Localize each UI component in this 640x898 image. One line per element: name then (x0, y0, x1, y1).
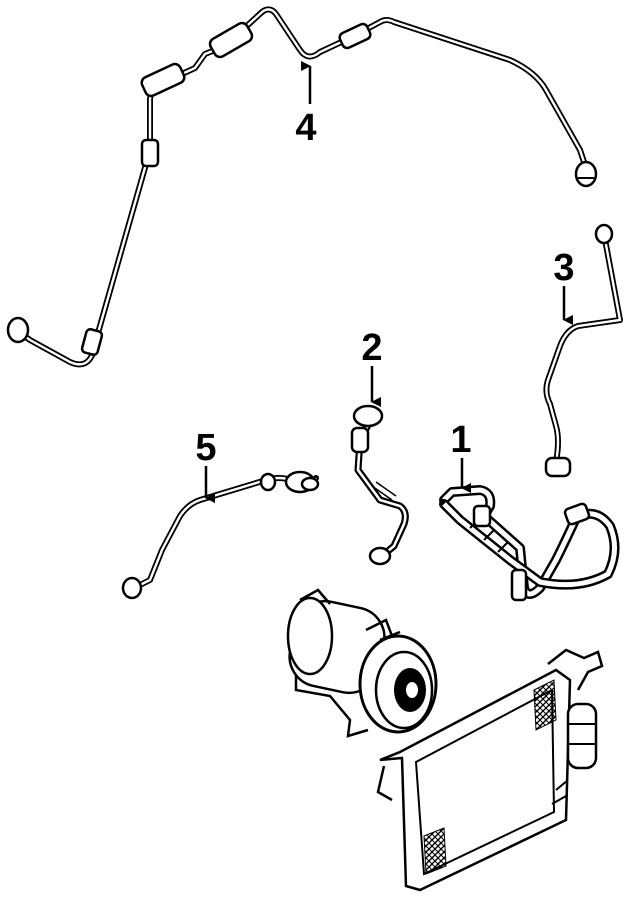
compressor (286, 588, 438, 738)
callout-1[interactable]: 1 (450, 419, 472, 493)
callout-3[interactable]: 3 (553, 247, 575, 325)
callout-2[interactable]: 2 (361, 327, 383, 407)
part-3-line (543, 223, 623, 478)
callout-4-label: 4 (295, 107, 316, 149)
part-2-line (350, 404, 409, 566)
callout-5-label: 5 (195, 427, 216, 469)
callout-2-label: 2 (361, 327, 382, 369)
callout-3-label: 3 (553, 247, 574, 289)
part-1-hose-assembly (439, 485, 620, 602)
callout-4[interactable]: 4 (295, 61, 317, 149)
part-5-line (121, 470, 320, 600)
part-4-line (6, 6, 598, 368)
callout-1-label: 1 (450, 419, 471, 461)
callout-5[interactable]: 5 (195, 427, 217, 503)
condenser (376, 648, 604, 892)
